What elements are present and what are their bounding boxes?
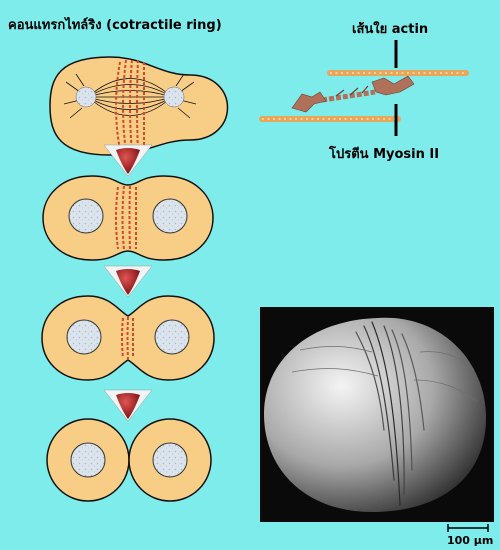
arrow-3 — [103, 389, 153, 422]
contractile-ring — [115, 59, 146, 153]
cell-stage-1 — [49, 56, 229, 156]
scale-bar: 100 µm — [447, 524, 493, 547]
nucleus-right — [152, 198, 188, 234]
contractile-ring — [115, 185, 137, 251]
nucleus-right — [154, 319, 190, 355]
arrow-1 — [103, 144, 153, 177]
centrosome-right — [163, 86, 185, 108]
contractile-ring-label: คอนแทรกไทล์ริง (cotractile ring) — [8, 16, 222, 33]
nucleus-right — [152, 442, 188, 478]
actin-label: เส้นใย actin — [352, 20, 428, 37]
arrow-2 — [103, 265, 153, 298]
sem-micrograph — [260, 307, 494, 522]
nucleus-left — [66, 319, 102, 355]
cell-stage-3 — [41, 295, 215, 381]
scale-bar-label: 100 µm — [447, 534, 493, 547]
myosin-label: โปรตีน Myosin II — [328, 145, 439, 162]
centrosome-left — [75, 86, 97, 108]
contractile-ring — [121, 316, 134, 360]
nucleus-left — [70, 442, 106, 478]
nucleus-left — [68, 198, 104, 234]
myosin-ii-filament — [291, 75, 415, 113]
cell-stage-2 — [42, 175, 214, 261]
cell-stage-4 — [46, 418, 212, 502]
